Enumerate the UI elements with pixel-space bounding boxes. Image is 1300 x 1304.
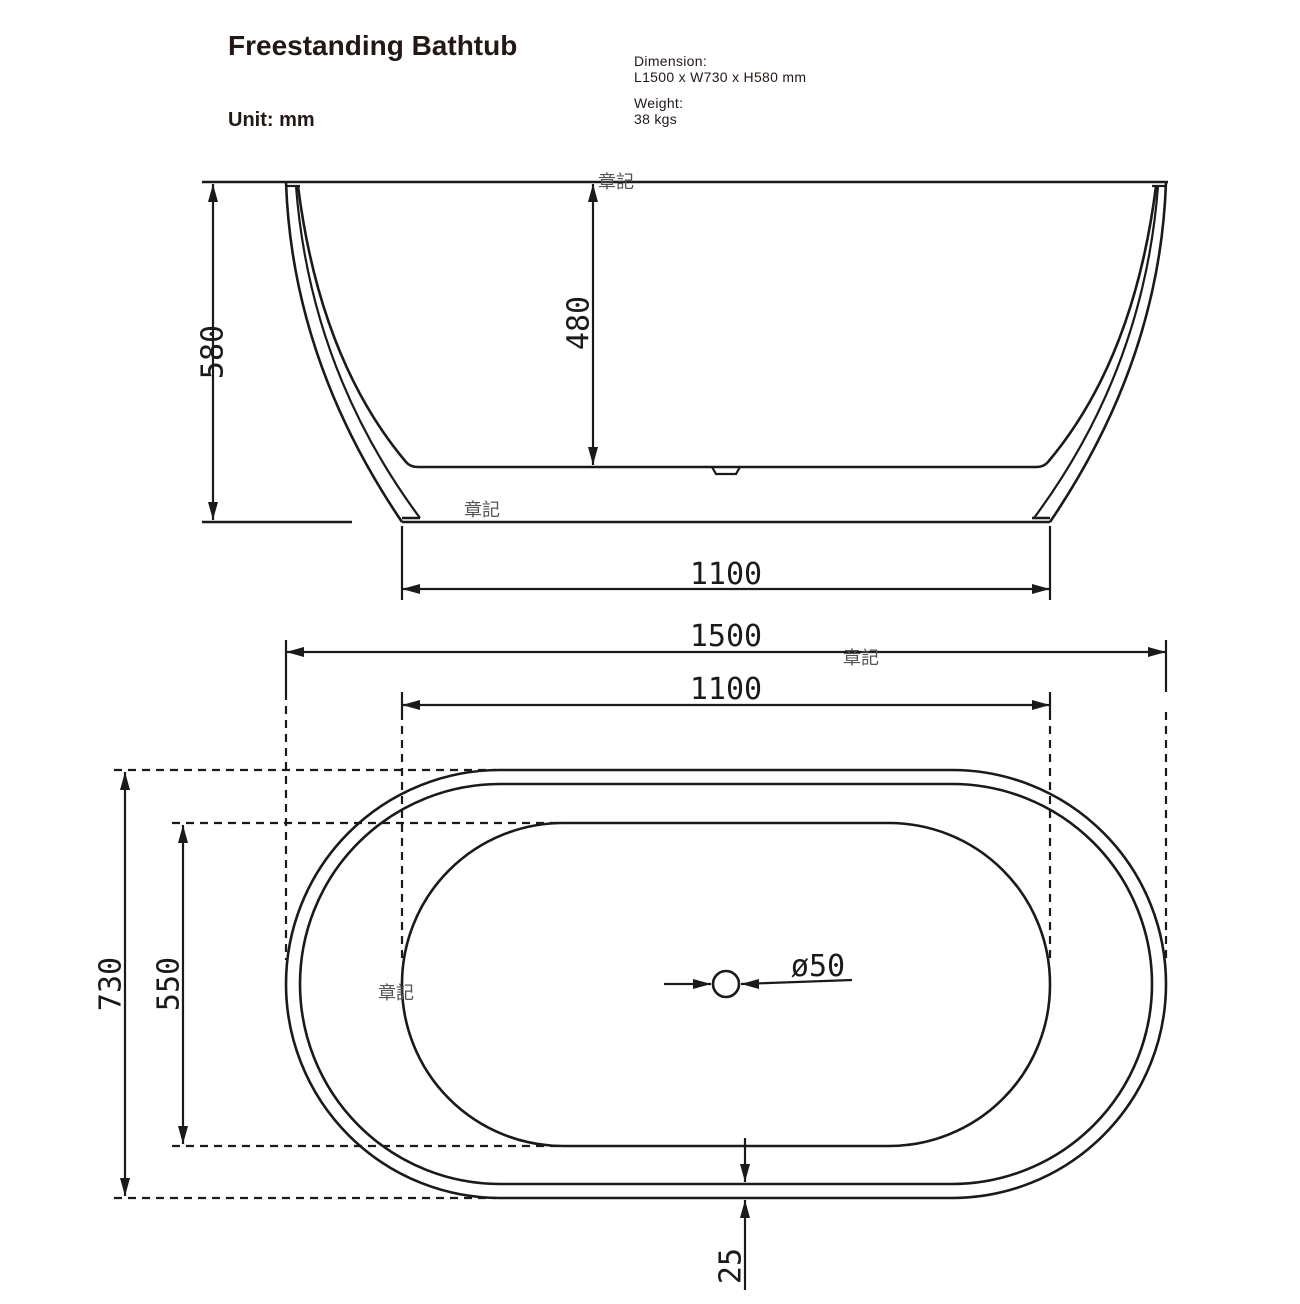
depth-value: 480 (562, 296, 597, 350)
watermark: 章記 (598, 172, 634, 193)
mid-shell-right (1033, 185, 1160, 519)
base-length-value: 1100 (690, 557, 762, 592)
watermark: 章記 (378, 983, 414, 1004)
inner-wall (296, 185, 1158, 469)
dimension-value: L1500 x W730 x H580 mm (634, 69, 807, 85)
dimension-label: Dimension: (634, 53, 708, 69)
side-view: 580 480 1100 (196, 180, 1168, 600)
watermark: 章記 (464, 500, 500, 521)
weight-label: Weight: (634, 95, 684, 111)
height-value: 580 (196, 325, 231, 379)
inner-rim (298, 782, 1154, 1186)
drain-profile (711, 466, 741, 476)
rim-width-value: 25 (714, 1248, 749, 1284)
top-view: 1500 1100 ø50 730 (94, 619, 1168, 1290)
weight-spec: Weight: 38 kgs (634, 95, 683, 127)
drain-diameter-value: ø50 (791, 949, 845, 984)
total-length-value: 1500 (690, 619, 762, 654)
outer-shell-left (284, 181, 404, 523)
total-width-value: 730 (94, 957, 129, 1011)
outer-shell-right (1048, 181, 1168, 523)
dimension-spec: Dimension: L1500 x W730 x H580 mm (634, 53, 806, 85)
mid-shell-left (294, 185, 421, 519)
unit-label: Unit: mm (228, 109, 315, 131)
inner-width-value: 550 (152, 957, 187, 1011)
weight-value: 38 kgs (634, 111, 678, 127)
inner-length-value: 1100 (690, 672, 762, 707)
page-title: Freestanding Bathtub (228, 30, 518, 61)
watermark: 章記 (843, 648, 879, 669)
outer-rim (284, 768, 1168, 1200)
basin-outline (400, 821, 1052, 1148)
drain-icon (711, 969, 741, 999)
